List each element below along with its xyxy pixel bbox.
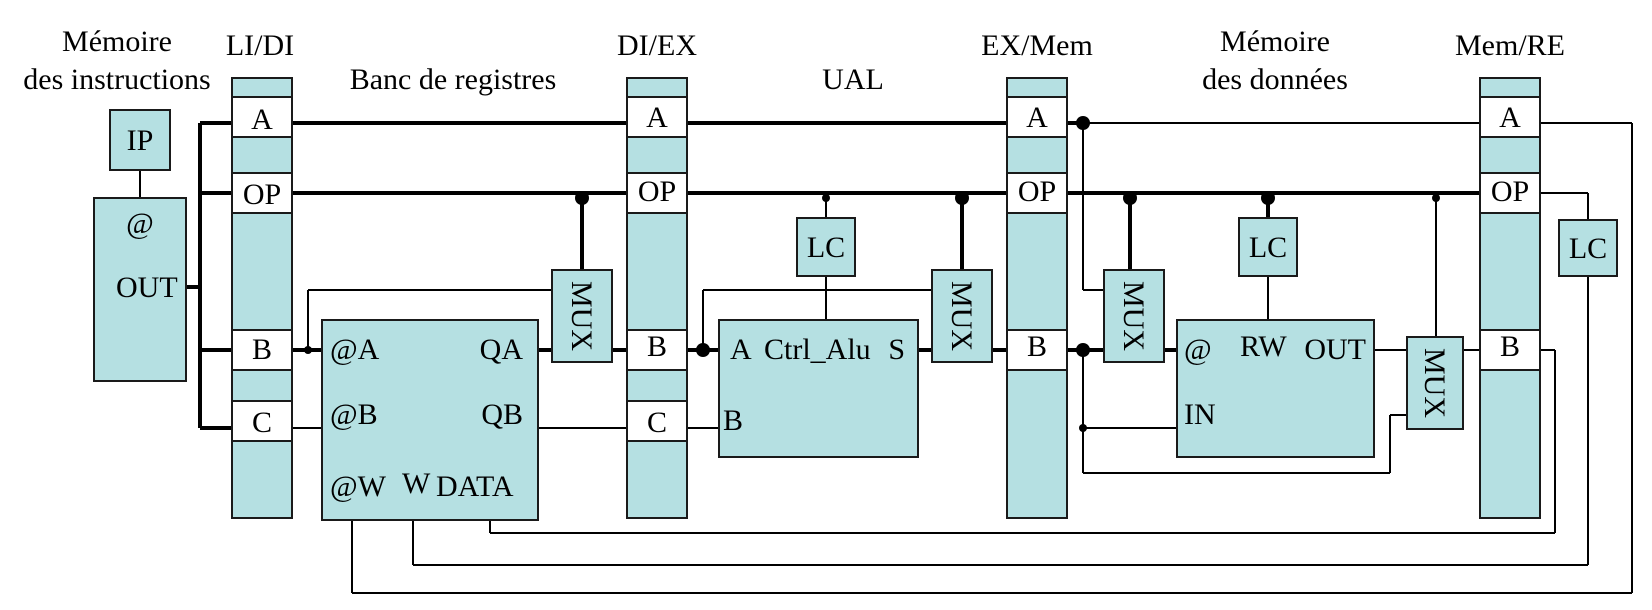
regbank-at-b: @B: [330, 398, 378, 431]
di-ex-op: OP: [638, 175, 676, 208]
ex-mem-op: OP: [1018, 175, 1056, 208]
mux-decode-label: MUX: [565, 281, 598, 351]
mem-re-register: A OP B: [1479, 77, 1541, 519]
mux-mem-addr: MUX: [1103, 269, 1165, 363]
data-memory: LC @ RW OUT IN: [1176, 217, 1375, 458]
alu-b: B: [723, 404, 743, 437]
data-mem-out: OUT: [1304, 333, 1366, 366]
ip-label: IP: [127, 124, 154, 157]
alu-s: S: [888, 333, 905, 366]
ex-mem-register: A OP B: [1006, 77, 1068, 519]
ual-title: UAL: [822, 63, 884, 96]
li-di-title: LI/DI: [226, 29, 294, 62]
li-di-a: A: [251, 103, 273, 136]
alu: LC A Ctrl_Alu S B: [718, 217, 919, 458]
instruction-memory: IP @ OUT: [93, 109, 187, 382]
wires: [139, 121, 1633, 594]
alu-ctrl: Ctrl_Alu: [764, 333, 871, 366]
regbank-at-w: @W: [330, 470, 387, 503]
mux-execute-label: MUX: [945, 281, 978, 351]
mux-mem-addr-label: MUX: [1117, 281, 1150, 351]
instr-mem-addr-label: @: [126, 207, 154, 240]
junction-dot: [1076, 116, 1090, 130]
li-di-register: A OP B C: [231, 77, 293, 519]
di-ex-b: B: [647, 330, 667, 363]
alu-lc: [796, 217, 856, 277]
data-mem-lc: [1238, 217, 1298, 277]
data-mem-title-line1: Mémoire: [1220, 25, 1330, 58]
ip-register: [109, 109, 171, 171]
regbank-at-a: @A: [330, 333, 380, 366]
instr-mem-title-line1: Mémoire: [62, 25, 172, 58]
li-di-c: C: [252, 406, 272, 439]
instr-mem-out-label: OUT: [116, 271, 178, 304]
data-mem-addr: @: [1184, 333, 1212, 366]
junction-dot: [955, 191, 969, 205]
mux-writeback: MUX: [1406, 336, 1464, 430]
di-ex-c: C: [647, 406, 667, 439]
ex-mem-a: A: [1026, 101, 1048, 134]
junction-dot: [822, 194, 830, 202]
writeback-lc-label: LC: [1569, 232, 1607, 265]
regbank-data: DATA: [436, 470, 514, 503]
mem-re-op: OP: [1491, 175, 1529, 208]
junction-dot: [575, 191, 589, 205]
data-mem-rw: RW: [1240, 330, 1287, 363]
instr-mem-title-line2: des instructions: [23, 63, 211, 96]
mux-execute: MUX: [931, 269, 993, 363]
regbank-w: W: [402, 467, 431, 500]
data-mem-title-line2: des données: [1202, 63, 1348, 96]
register-bank: @A QA @B QB @W W DATA: [321, 319, 539, 521]
junction-dot: [1261, 191, 1275, 205]
junction-dot: [1076, 343, 1090, 357]
mem-re-title: Mem/RE: [1455, 29, 1565, 62]
di-ex-register: A OP B C: [626, 77, 688, 519]
data-mem-lc-label: LC: [1249, 231, 1287, 264]
mux-decode: MUX: [551, 269, 613, 363]
mem-re-b: B: [1500, 330, 1520, 363]
alu-lc-label: LC: [807, 231, 845, 264]
stage-titles: Mémoire des instructions LI/DI Banc de r…: [23, 25, 1565, 96]
ex-mem-b: B: [1027, 330, 1047, 363]
mem-re-a: A: [1499, 101, 1521, 134]
mux-writeback-label: MUX: [1418, 348, 1451, 418]
junction-dot: [1432, 194, 1440, 202]
junction-dot: [1079, 424, 1087, 432]
li-di-b: B: [252, 333, 272, 366]
writeback-lc: LC: [1558, 219, 1618, 277]
junction-dot: [696, 343, 710, 357]
data-mem-in: IN: [1184, 398, 1216, 431]
li-di-op: OP: [243, 178, 281, 211]
junction-dot: [1123, 191, 1137, 205]
regbank-title: Banc de registres: [350, 63, 557, 96]
di-ex-title: DI/EX: [617, 29, 697, 62]
junction-dots: [304, 116, 1440, 432]
ex-mem-title: EX/Mem: [981, 29, 1093, 62]
alu-a: A: [730, 333, 752, 366]
instr-mem-block: [93, 197, 187, 382]
regbank-qb: QB: [481, 398, 523, 431]
di-ex-a: A: [646, 101, 668, 134]
junction-dot: [304, 346, 312, 354]
regbank-qa: QA: [480, 333, 524, 366]
